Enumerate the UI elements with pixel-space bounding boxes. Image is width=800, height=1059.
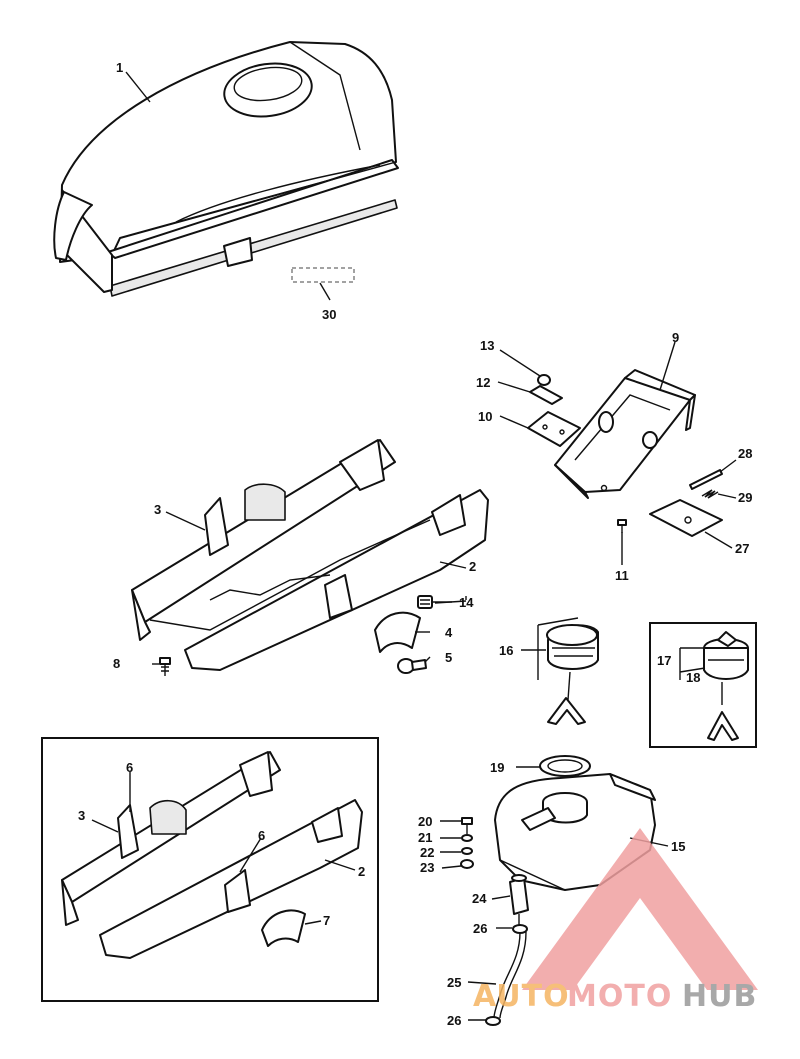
- callout-30: 30: [322, 307, 336, 322]
- callout-7: 7: [323, 913, 330, 928]
- inset-frame-lower-cowl: [41, 737, 379, 1002]
- watermark-word-hub: HUB: [682, 979, 757, 1014]
- plate-27: [649, 499, 723, 537]
- leader-lines: [91, 71, 737, 1021]
- callout-9: 9: [672, 330, 679, 345]
- callout-3: 3: [154, 502, 161, 517]
- callout-22: 22: [420, 845, 434, 860]
- top-cowl: [53, 41, 399, 297]
- plate-10: [527, 411, 581, 447]
- callout-26-upper: 26: [473, 921, 487, 936]
- pin-28: [689, 469, 723, 490]
- watermark-word-auto: AUTO: [473, 979, 570, 1014]
- alt-bottom-cowl-assembly: [61, 751, 363, 959]
- watermark-triangle-logo: [522, 828, 758, 990]
- nut-13: [537, 374, 551, 386]
- fuel-cap-16: [537, 617, 599, 725]
- callout-21: 21: [418, 830, 432, 845]
- washer-21: [461, 834, 473, 842]
- callout-12: 12: [476, 375, 490, 390]
- callout-25: 25: [447, 975, 461, 990]
- callout-24: 24: [472, 891, 487, 906]
- callout-15: 15: [671, 839, 685, 854]
- callout-26-lower: 26: [447, 1013, 461, 1028]
- callout-23: 23: [420, 860, 434, 875]
- callout-19: 19: [490, 760, 504, 775]
- watermark-logo: AUTO MOTO HUB: [473, 828, 758, 1014]
- callout-10: 10: [478, 409, 492, 424]
- watermark-word-moto: MOTO: [567, 979, 672, 1014]
- screw-8: [159, 657, 171, 676]
- spring-29: [701, 489, 719, 499]
- callout-5: 5: [445, 650, 452, 665]
- callout-18: 18: [686, 670, 700, 685]
- hose-clamp-26-lower: [485, 1016, 501, 1026]
- fuel-hose-25: [493, 931, 527, 1019]
- bottom-cowl-assembly: [131, 439, 489, 671]
- screw-20: [461, 817, 473, 834]
- callout-16: 16: [499, 643, 513, 658]
- gasket-19: [539, 755, 591, 777]
- callout-3-inset: 3: [78, 808, 85, 823]
- screw-11: [617, 519, 627, 533]
- callout-8: 8: [113, 656, 120, 671]
- pin-5: [397, 658, 427, 674]
- washer-12: [529, 385, 563, 405]
- fuel-cap-17: [703, 631, 749, 741]
- callout-27: 27: [735, 541, 749, 556]
- clip-7: [261, 909, 306, 947]
- fuel-valve-24: [509, 874, 529, 925]
- nut-23: [460, 859, 474, 869]
- bracket-9: [554, 369, 696, 499]
- callout-14: 14: [459, 595, 474, 610]
- decal-placeholder: [291, 267, 355, 283]
- callout-20: 20: [418, 814, 432, 829]
- callout-6-upper: 6: [126, 760, 133, 775]
- callout-labels: 1 30 2 3 4 5 8 14 9 13 12 10 11 28 29 27…: [78, 60, 752, 1028]
- callout-4: 4: [445, 625, 453, 640]
- nut-14: [417, 595, 433, 609]
- clip-4: [374, 611, 421, 653]
- inset-frame-fuel-cap: [649, 622, 757, 748]
- washer-22: [461, 847, 473, 855]
- callout-29: 29: [738, 490, 752, 505]
- callout-2: 2: [469, 559, 476, 574]
- callout-17: 17: [657, 653, 671, 668]
- fuel-tank-15: [494, 773, 656, 891]
- callout-2-inset: 2: [358, 864, 365, 879]
- callout-28: 28: [738, 446, 752, 461]
- callout-11: 11: [615, 568, 629, 583]
- callout-6-lower: 6: [258, 828, 265, 843]
- callout-13: 13: [480, 338, 494, 353]
- hose-clamp-26-upper: [512, 924, 528, 934]
- callout-1: 1: [116, 60, 123, 75]
